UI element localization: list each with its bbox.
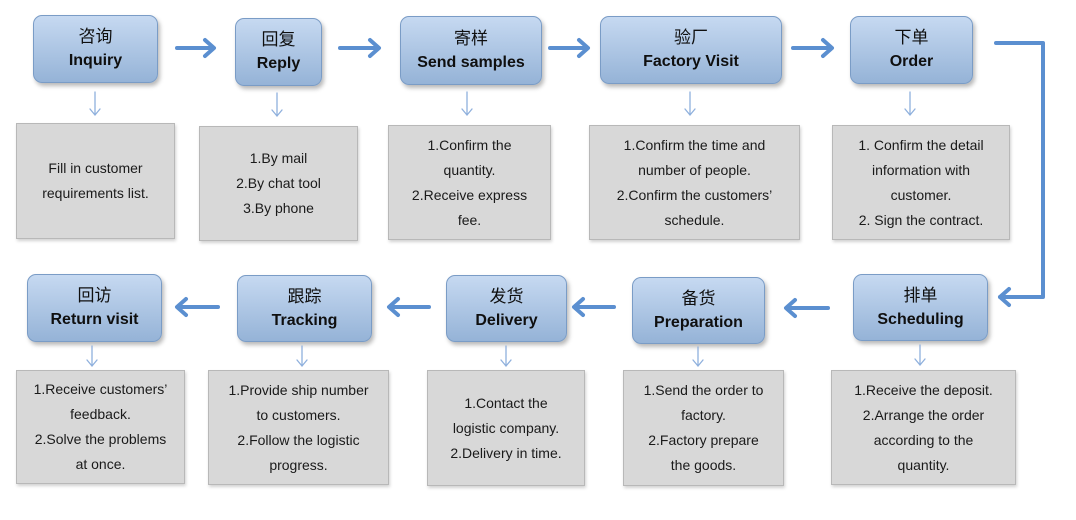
step-order: 下单 Order [850,16,973,84]
flow-arrow-left-icon [784,298,830,318]
details-delivery: 1.Contact the logistic company. 2.Delive… [427,370,585,486]
details-preparation-line: 2.Factory prepare [648,432,759,448]
details-scheduling-line: 1.Receive the deposit. [854,381,993,398]
details-delivery-line: 2.Delivery in time. [450,444,562,461]
details-send-samples-line: 1.Confirm the [427,136,512,153]
step-delivery-en-label: Delivery [475,311,538,329]
step-preparation-en-label: Preparation [654,313,743,331]
step-order-en-label: Order [889,53,934,70]
flow-arrow-right-icon [548,38,590,58]
step-tracking-cn-label: 跟踪 [287,286,322,307]
step-inquiry: 咨询 Inquiry [33,15,158,83]
step-send-samples-cn-label: 寄样 [454,28,488,49]
flow-arrow-left-icon [572,297,616,317]
down-arrow-icon [914,344,926,366]
details-scheduling-line: 2.Arrange the order [862,406,985,423]
flow-arrow-left-icon [387,297,431,317]
step-scheduling-en-label: Scheduling [877,310,964,328]
step-scheduling-cn-label: 排单 [903,285,938,306]
details-factory-visit: 1.Confirm the time and number of people.… [589,125,800,240]
down-arrow-icon [904,91,916,116]
step-delivery-cn-label: 发货 [489,286,524,307]
step-scheduling: 排单 Scheduling [853,274,988,341]
step-inquiry-en-label: Inquiry [68,52,123,69]
step-reply: 回复 Reply [235,18,322,86]
details-return-visit-line: 1.Receive customers’ [33,381,168,397]
step-factory-visit-en-label: Factory Visit [643,53,739,70]
details-return-visit-line: at once. [75,456,126,472]
details-inquiry-line: requirements list. [42,185,149,201]
details-preparation: 1.Send the order to factory. 2.Factory p… [623,370,784,486]
details-inquiry: Fill in customer requirements list. [16,123,175,239]
details-order-line: customer. [890,186,952,203]
down-arrow-icon [500,345,512,367]
details-order-line: information with [871,161,971,178]
step-preparation: 备货 Preparation [632,277,765,344]
details-factory-visit-line: 1.Confirm the time and [623,136,766,153]
step-factory-visit: 验厂 Factory Visit [600,16,782,84]
details-delivery-line: 1.Contact the [464,394,548,411]
details-scheduling: 1.Receive the deposit. 2.Arrange the ord… [831,370,1016,485]
details-reply-line: 2.By chat tool [236,175,321,191]
details-order-line: 1. Confirm the detail [858,136,984,153]
step-delivery: 发货 Delivery [446,275,567,342]
down-arrow-icon [86,345,98,367]
step-preparation-cn-label: 备货 [681,288,716,309]
down-arrow-icon [461,91,473,116]
details-scheduling-line: quantity. [897,456,950,473]
details-reply: 1.By mail 2.By chat tool 3.By phone [199,126,358,241]
details-order-line: 2. Sign the contract. [858,211,984,228]
details-return-visit-line: 2.Solve the problems [34,431,167,447]
details-order: 1. Confirm the detail information with c… [832,125,1010,240]
elbow-arrow-icon [994,41,1045,307]
details-preparation-line: factory. [681,407,726,423]
details-send-samples-line: 2.Receive express [411,186,528,203]
details-tracking: 1.Provide ship number to customers. 2.Fo… [208,370,389,485]
step-send-samples: 寄样 Send samples [400,16,542,85]
flow-arrow-left-icon [175,297,220,317]
down-arrow-icon [271,92,283,117]
flow-arrow-right-icon [338,38,381,58]
step-tracking-en-label: Tracking [271,311,338,329]
details-inquiry-line: Fill in customer [48,160,143,176]
details-tracking-line: progress. [269,456,328,473]
details-preparation-line: 1.Send the order to [643,382,764,398]
details-preparation-line: the goods. [670,457,737,473]
details-factory-visit-line: 2.Confirm the customers’ [616,186,773,203]
step-factory-visit-cn-label: 验厂 [674,28,708,48]
down-arrow-icon [296,345,308,367]
details-return-visit-line: feedback. [70,406,131,422]
details-return-visit: 1.Receive customers’ feedback. 2.Solve t… [16,370,185,484]
details-factory-visit-line: number of people. [638,161,751,178]
step-order-cn-label: 下单 [894,28,929,48]
step-return-visit: 回访 Return visit [27,274,162,342]
step-reply-en-label: Reply [256,55,301,72]
details-send-samples: 1.Confirm the quantity. 2.Receive expres… [388,125,551,240]
down-arrow-icon [684,91,696,116]
step-inquiry-cn-label: 咨询 [78,27,113,47]
details-send-samples-line: quantity. [443,161,496,178]
details-factory-visit-line: schedule. [664,211,725,228]
flow-arrow-right-icon [175,38,216,58]
details-reply-line: 1.By mail [249,150,308,166]
details-reply-line: 3.By phone [243,200,314,216]
details-tracking-line: 2.Follow the logistic [237,431,360,448]
flow-arrow-right-icon [791,38,834,58]
step-reply-cn-label: 回复 [261,30,296,50]
details-tracking-line: 1.Provide ship number [228,381,369,398]
details-send-samples-line: fee. [457,211,482,228]
step-return-visit-en-label: Return visit [50,311,139,328]
details-tracking-line: to customers. [256,406,341,423]
details-scheduling-line: according to the [873,431,974,448]
step-tracking: 跟踪 Tracking [237,275,372,342]
down-arrow-icon [89,91,101,116]
down-arrow-icon [692,346,704,367]
step-return-visit-cn-label: 回访 [77,286,112,306]
details-delivery-line: logistic company. [452,419,560,436]
step-send-samples-en-label: Send samples [417,53,525,71]
